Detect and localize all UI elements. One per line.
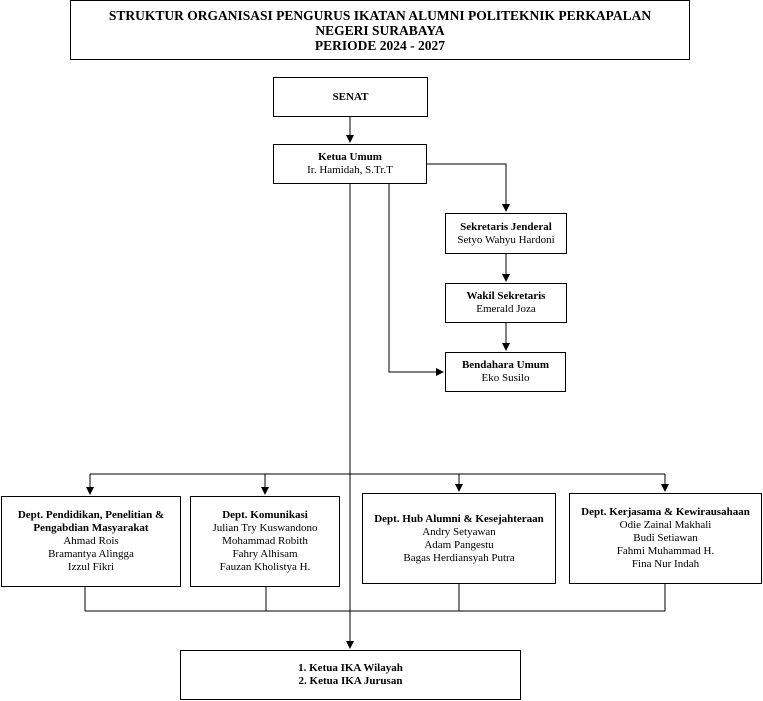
node-ketua-umum-title: Ketua Umum <box>318 151 382 163</box>
diagram-title: STRUKTUR ORGANISASI PENGURUS IKATAN ALUM… <box>70 0 690 60</box>
arrow-ketua-bendahara <box>388 183 444 376</box>
dept-komunikasi-member: Julian Try Kuswandono <box>212 522 318 534</box>
dept-hub-alumni-member: Bagas Herdiansyah Putra <box>403 551 515 564</box>
dept-komunikasi-member: Fahry Alhisam <box>232 548 298 560</box>
node-dept-kerjasama: Dept. Kerjasama & Kewirausahaan Odie Zai… <box>569 493 762 584</box>
dept-hub-alumni-title: Dept. Hub Alumni & Kesejahteraan <box>374 512 544 525</box>
node-sekretaris-jenderal: Sekretaris Jenderal Setyo Wahyu Hardoni <box>445 213 567 254</box>
node-dept-hub-alumni: Dept. Hub Alumni & Kesejahteraan Andry S… <box>362 493 556 584</box>
title-line-1: STRUKTUR ORGANISASI PENGURUS IKATAN ALUM… <box>108 7 652 23</box>
dept-komunikasi-member: Fauzan Kholistya H. <box>219 561 311 573</box>
node-senat-title: SENAT <box>332 90 369 103</box>
dept-komunikasi-member: Mohammad Robith <box>222 535 308 547</box>
arrow-ketua-sekjen <box>427 163 510 212</box>
node-dept-komunikasi: Dept. Komunikasi Julian Try Kuswandono M… <box>190 496 340 587</box>
node-sekjen-name: Setyo Wahyu Hardoni <box>457 233 555 246</box>
dept-pendidikan-title-1: Dept. Pendidikan, Penelitian & <box>17 509 165 521</box>
dept-hub-alumni-member: Andry Setyawan <box>422 525 496 538</box>
node-wakil-sekretaris: Wakil Sekretaris Emerald Joza <box>445 283 567 323</box>
node-ketua-umum-name: Ir. Hamidah, S.Tr.T <box>307 164 393 176</box>
dept-pendidikan-member: Izzul Fikri <box>67 561 115 573</box>
node-bendahara-name: Eko Susilo <box>481 372 530 384</box>
dept-pendidikan-member: Ahmad Rois <box>63 535 119 547</box>
node-bendahara-umum: Bendahara Umum Eko Susilo <box>445 352 566 392</box>
dept-pendidikan-member: Bramantya Alingga <box>48 548 134 560</box>
dept-komunikasi-title: Dept. Komunikasi <box>222 509 308 521</box>
ketua-ika-line-2: 2. Ketua IKA Jurusan <box>298 675 403 687</box>
node-wakil-title: Wakil Sekretaris <box>466 290 546 302</box>
dept-kerjasama-title: Dept. Kerjasama & Kewirausahaan <box>581 506 750 518</box>
dept-hub-alumni-member: Adam Pangestu <box>424 538 494 551</box>
dept-kerjasama-member: Fina Nur Indah <box>631 558 700 570</box>
node-wakil-name: Emerald Joza <box>476 303 536 315</box>
dept-kerjasama-member: Budi Setiawan <box>633 532 698 544</box>
title-line-3: PERIODE 2024 - 2027 <box>314 37 446 53</box>
dept-kerjasama-member: Fahmi Muhammad H. <box>616 545 715 557</box>
node-senat: SENAT <box>273 77 428 117</box>
node-dept-pendidikan: Dept. Pendidikan, Penelitian & Pengabdia… <box>1 496 181 587</box>
title-line-2: NEGERI SURABAYA <box>315 22 445 38</box>
node-ketua-ika: 1. Ketua IKA Wilayah 2. Ketua IKA Jurusa… <box>180 650 521 700</box>
node-sekjen-title: Sekretaris Jenderal <box>460 220 552 233</box>
dept-pendidikan-title-2: Pengabdian Masyarakat <box>33 522 149 534</box>
ketua-ika-line-1: 1. Ketua IKA Wilayah <box>298 662 403 674</box>
node-bendahara-title: Bendahara Umum <box>461 359 550 371</box>
dept-kerjasama-member: Odie Zainal Makhali <box>619 519 712 531</box>
node-ketua-umum: Ketua Umum Ir. Hamidah, S.Tr.T <box>273 144 427 184</box>
